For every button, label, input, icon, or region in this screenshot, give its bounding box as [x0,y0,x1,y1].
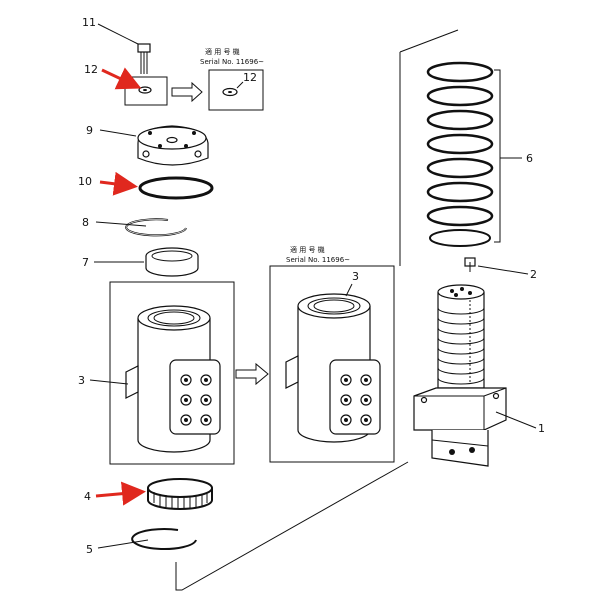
leader-3 [89,379,129,385]
bearing-part-4 [147,478,213,510]
bushing-part-7 [145,247,199,277]
red-arrow-4 [95,481,146,506]
serial-box-top-label: 12 [243,71,257,84]
housing-part-3 [125,305,221,453]
callout-12: 12 [84,63,98,76]
callout-8: 8 [82,216,89,229]
callout-2: 2 [530,268,537,281]
hollow-arrow-mid [235,362,269,386]
leader-8 [95,221,147,227]
leader-1 [495,411,537,429]
leader-5 [97,539,149,549]
callout-4: 4 [84,490,91,503]
leader-11 [97,23,139,45]
red-arrow-12 [101,67,142,90]
oring-part-10 [138,176,214,200]
snap-ring-part-5 [131,528,197,551]
serial-number-top: Serial No. 11696~ [200,58,264,66]
leader-2 [477,265,529,275]
serial-header-top: 適 用 号 機 [205,47,240,56]
callout-5: 5 [86,543,93,556]
serial-box-top: 適 用 号 機 Serial No. 11696~ 12 [200,47,264,111]
shaft-part-1 [413,284,507,467]
washer-box-12 [124,76,168,106]
callout-6: 6 [526,152,533,165]
callout-11: 11 [82,16,96,29]
leader-9 [99,129,137,137]
bracket-6 [494,69,522,243]
red-arrow-10 [99,171,138,196]
serial-number-mid: Serial No. 11696~ [286,256,350,264]
connector-top [399,29,459,266]
serial-box-mid: 適 用 号 機 Serial No. 11696~ 3 [269,245,395,463]
seal-rings-part-6 [426,61,494,247]
serial-box-mid-label: 3 [352,270,359,283]
cover-part-9 [137,125,209,166]
bolt-part-11 [137,43,151,74]
connector-bottom [175,461,409,591]
serial-header-mid: 適 用 号 機 [290,245,325,254]
callout-10: 10 [78,175,92,188]
callout-3: 3 [78,374,85,387]
hollow-arrow-top [171,81,203,103]
callout-1: 1 [538,422,545,435]
housing-box-3 [109,281,235,465]
callout-9: 9 [86,124,93,137]
plug-part-2 [464,257,476,272]
callout-7: 7 [82,256,89,269]
snap-ring-part-8 [125,218,187,237]
